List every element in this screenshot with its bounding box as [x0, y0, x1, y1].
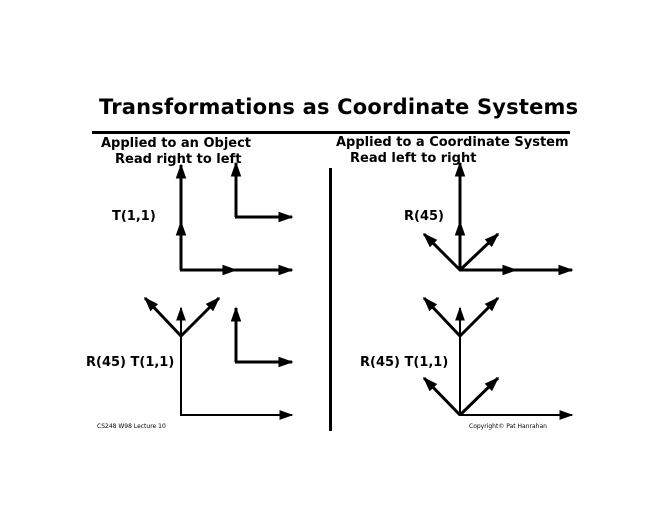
left-subheading: Read right to left: [115, 152, 242, 167]
left-top-label: T(1,1): [112, 209, 156, 224]
axis-arrow-icon: [143, 296, 183, 338]
axis-arrow-icon: [422, 376, 462, 417]
right-top-label: R(45): [404, 209, 444, 224]
slide-title: Transformations as Coordinate Systems: [99, 95, 579, 119]
right-heading: Applied to a Coordinate System: [336, 135, 569, 150]
axis-arrow-icon: [458, 376, 500, 417]
axis-arrow-icon: [458, 296, 500, 338]
axis-arrow-icon: [422, 232, 462, 272]
axis-arrow-icon: [179, 296, 221, 338]
axis-arrow-icon: [458, 232, 500, 272]
right-bottom-label: R(45) T(1,1): [360, 355, 449, 370]
left-heading: Applied to an Object: [101, 136, 252, 151]
axis-arrow-icon: [422, 296, 462, 338]
footer-course: CS248 W98 Lecture 10: [97, 423, 166, 430]
title-rule: [92, 131, 570, 134]
left-bottom-label: R(45) T(1,1): [86, 355, 175, 370]
footer-copyright: Copyright© Pat Hanrahan: [469, 423, 547, 430]
right-top-diagram: [422, 161, 574, 276]
left-top-diagram: [175, 161, 294, 276]
column-divider: [329, 168, 332, 431]
left-bottom-diagram: [143, 296, 294, 420]
right-bottom-diagram: [422, 296, 574, 420]
right-subheading: Read left to right: [350, 151, 477, 166]
